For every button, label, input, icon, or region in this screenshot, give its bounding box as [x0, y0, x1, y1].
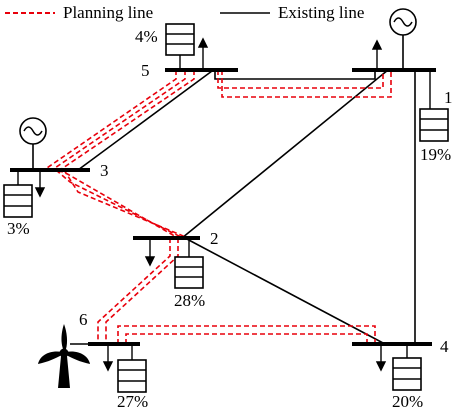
storage-icon [3, 170, 33, 218]
existing-lines [77, 69, 416, 345]
planning-line-2-6-a [97, 238, 171, 344]
bus-label: 5 [141, 61, 150, 80]
planning-line-5-3-a [43, 70, 177, 171]
bus-label: 3 [100, 161, 109, 180]
bus-2[interactable]: 2 [133, 229, 219, 248]
bus-label: 4 [440, 337, 449, 356]
existing-line-5-1 [214, 70, 376, 80]
bus-4[interactable]: 4 [352, 337, 449, 356]
bus-6[interactable]: 6 [79, 310, 140, 346]
load-arrow-icon [102, 344, 114, 372]
legend-planning-label: Planning line [63, 3, 153, 22]
existing-line-2-4 [184, 237, 386, 345]
load-arrow-icon [144, 238, 156, 267]
load-arrow-icon [197, 37, 209, 70]
storage-icon [419, 70, 449, 142]
wind-turbine-icon [38, 324, 90, 388]
planning-lines [43, 70, 392, 344]
load-arrow-icon [34, 170, 46, 198]
load-arrow-icon [375, 344, 387, 372]
planning-line-5-1-a [217, 70, 384, 89]
bus-label: 2 [210, 229, 219, 248]
planning-line-2-6-b [105, 238, 179, 344]
planning-line-5-3-c [59, 70, 195, 171]
load-arrow-icon [371, 39, 383, 70]
existing-line-5-3 [77, 70, 213, 171]
storage-percent-bus-5: 4% [135, 27, 158, 46]
storage-percent-bus-4: 20% [392, 392, 423, 409]
planning-line-5-3-b [51, 70, 186, 171]
planning-line-6-4-a [117, 325, 376, 344]
bus-5[interactable]: 5 [141, 61, 238, 80]
existing-line-1-2 [181, 69, 389, 239]
storage-icon [174, 238, 204, 289]
storage-icon [117, 344, 147, 393]
storage-percent-bus-3: 3% [7, 219, 30, 238]
legend-existing-label: Existing line [278, 3, 364, 22]
planning-line-5-1-b [221, 70, 392, 98]
storage-icon [165, 23, 195, 70]
generator-icon [19, 117, 47, 170]
planning-line-6-4-b [125, 333, 368, 344]
planning-line-3-2-b [55, 169, 184, 239]
legend: Planning line Existing line [5, 3, 364, 22]
storage-percent-bus-6: 27% [117, 392, 148, 409]
bus-label: 6 [79, 310, 88, 329]
storage-percent-bus-2: 28% [174, 291, 205, 310]
bus-1[interactable]: 1 [352, 68, 453, 107]
bus-3[interactable]: 3 [10, 161, 109, 180]
generator-icon [389, 8, 417, 70]
planning-line-3-2-c [63, 169, 189, 239]
storage-icon [392, 344, 422, 391]
bus-label: 1 [444, 88, 453, 107]
storage-percent-bus-1: 19% [420, 145, 451, 164]
